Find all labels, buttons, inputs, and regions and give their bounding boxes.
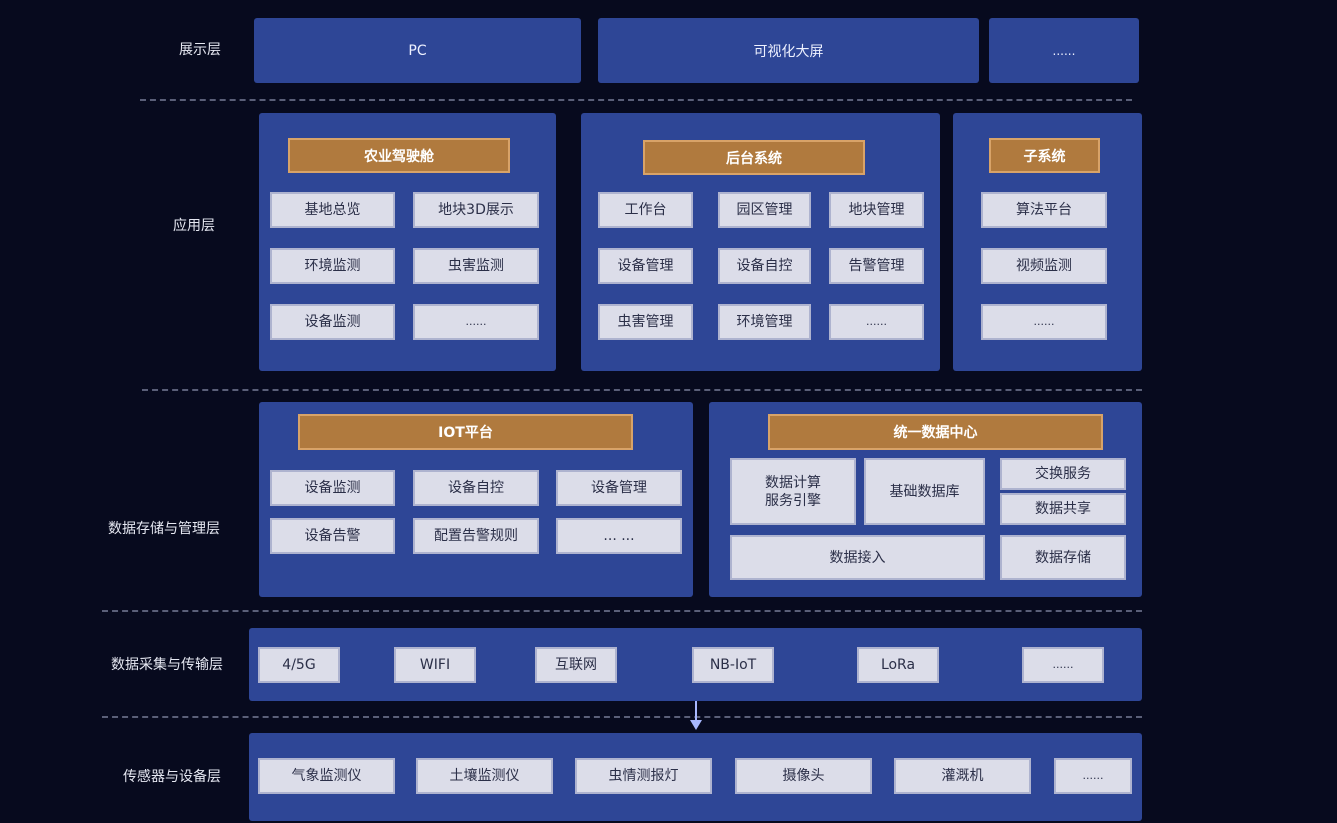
sensor-item: 气象监测仪 (258, 758, 395, 794)
transport-item: 4/5G (258, 647, 340, 683)
datacenter-compute: 数据计算 服务引擎 (730, 458, 856, 525)
backend-item: ...... (829, 304, 924, 340)
iot-item: 设备自控 (413, 470, 539, 506)
backend-title: 后台系统 (643, 140, 865, 175)
subsystem-title: 子系统 (989, 138, 1100, 173)
divider-transport (102, 716, 1142, 718)
sensor-item: 灌溉机 (894, 758, 1031, 794)
backend-item: 工作台 (598, 192, 693, 228)
transport-item: 互联网 (535, 647, 617, 683)
backend-item: 园区管理 (718, 192, 811, 228)
display-pc: PC (254, 18, 581, 83)
divider-storage (102, 610, 1142, 612)
datacenter-title: 统一数据中心 (768, 414, 1103, 450)
datacenter-store: 数据存储 (1000, 535, 1126, 580)
iot-item: 设备管理 (556, 470, 682, 506)
divider-display (140, 99, 1132, 101)
backend-item: 地块管理 (829, 192, 924, 228)
backend-item: 设备管理 (598, 248, 693, 284)
iot-item: 设备监测 (270, 470, 395, 506)
layer-label-application: 应用层 (173, 218, 215, 234)
sensor-item: ...... (1054, 758, 1132, 794)
subsystem-item: ...... (981, 304, 1107, 340)
cockpit-item: 设备监测 (270, 304, 395, 340)
divider-application (142, 389, 1142, 391)
sensor-item: 摄像头 (735, 758, 872, 794)
iot-item: 配置告警规则 (413, 518, 539, 554)
layer-label-sensor: 传感器与设备层 (123, 769, 221, 785)
sensor-item: 土壤监测仪 (416, 758, 553, 794)
backend-item: 告警管理 (829, 248, 924, 284)
cockpit-item: 虫害监测 (413, 248, 539, 284)
datacenter-access: 数据接入 (730, 535, 985, 580)
backend-item: 设备自控 (718, 248, 811, 284)
datacenter-share: 数据共享 (1000, 493, 1126, 525)
transport-item: NB-IoT (692, 647, 774, 683)
iot-title: IOT平台 (298, 414, 633, 450)
transport-item: WIFI (394, 647, 476, 683)
backend-item: 虫害管理 (598, 304, 693, 340)
subsystem-item: 算法平台 (981, 192, 1107, 228)
cockpit-item: ...... (413, 304, 539, 340)
connector-arrow-head (690, 720, 702, 730)
display-bigscreen: 可视化大屏 (598, 18, 979, 83)
cockpit-item: 地块3D展示 (413, 192, 539, 228)
connector-arrow-line (695, 701, 697, 721)
subsystem-item: 视频监测 (981, 248, 1107, 284)
iot-item: 设备告警 (270, 518, 395, 554)
backend-item: 环境管理 (718, 304, 811, 340)
layer-label-transport: 数据采集与传输层 (111, 657, 223, 673)
layer-label-storage: 数据存储与管理层 (108, 521, 220, 537)
cockpit-title: 农业驾驶舱 (288, 138, 510, 173)
transport-item: LoRa (857, 647, 939, 683)
cockpit-item: 基地总览 (270, 192, 395, 228)
datacenter-exchange: 交换服务 (1000, 458, 1126, 490)
display-more: ...... (989, 18, 1139, 83)
layer-label-display: 展示层 (179, 42, 221, 58)
transport-item: ...... (1022, 647, 1104, 683)
datacenter-basedb: 基础数据库 (864, 458, 985, 525)
iot-item: ... ... (556, 518, 682, 554)
cockpit-item: 环境监测 (270, 248, 395, 284)
sensor-item: 虫情测报灯 (575, 758, 712, 794)
